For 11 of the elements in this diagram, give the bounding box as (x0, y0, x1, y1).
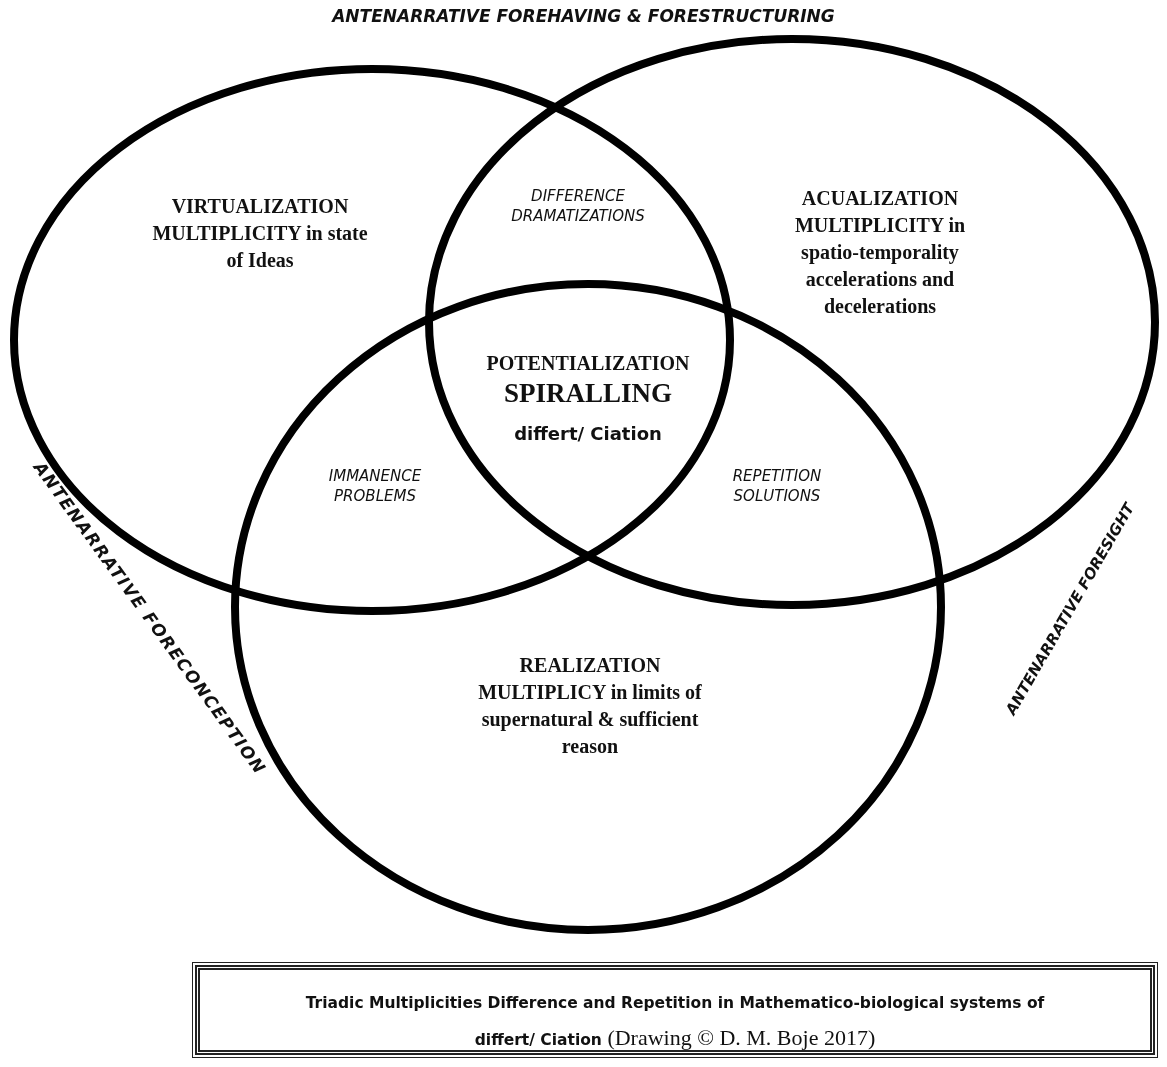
region-text: VIRTUALIZATION MULTIPLICITY in state of Ideas (151, 194, 369, 273)
overlap-label: DIFFERENCE DRAMATIZATIONS (510, 186, 646, 227)
overlap-label: differt/ Ciation (513, 423, 663, 444)
diagram-title: ANTENARRATIVE FOREHAVING & FORESTRUCTURING (332, 6, 835, 26)
caption: Triadic Multiplicities Difference and Repetition in Mathematico-biological systems of differt/ Ciation (Drawing © D. M. Boje 2017) (304, 993, 1046, 1053)
region-text: ACUALIZATION MULTIPLICITY in spatio-temporality accelerations and decelerations (793, 186, 967, 319)
overlap-label: REPETITION SOLUTIONS (731, 466, 823, 507)
overlap-label: SPIRALLING (502, 378, 673, 409)
overlap-label: IMMANENCE PROBLEMS (327, 466, 423, 507)
region-text: REALIZATION MULTIPLICY in limits of supernatural & sufficient reason (477, 653, 703, 759)
overlap-label: POTENTIALIZATION (485, 352, 691, 375)
